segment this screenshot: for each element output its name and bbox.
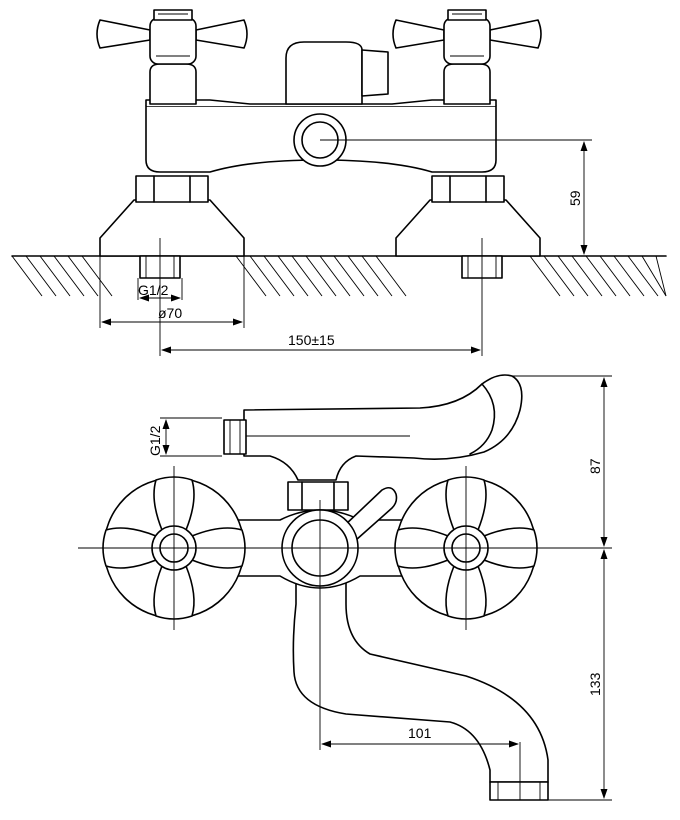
spout-aerator <box>489 781 549 801</box>
right-hex-nut <box>431 175 505 203</box>
hatch-line <box>571 255 603 297</box>
hatch-line <box>39 255 71 297</box>
hatch-line <box>613 255 645 297</box>
top-depth-label: 87 <box>587 458 603 474</box>
hatch-line <box>67 255 99 297</box>
shower-outlet-arm <box>243 374 523 481</box>
hatch-line <box>347 255 379 297</box>
hatch-line <box>291 255 323 297</box>
front-height-label: 59 <box>567 190 583 206</box>
hatch-line <box>235 255 267 297</box>
right-handle-top <box>370 466 562 630</box>
front-thread-label: G1/2 <box>138 282 169 298</box>
hatch-line <box>249 255 281 297</box>
connector-hex-nut <box>287 481 349 511</box>
left-valve-stem <box>149 63 197 105</box>
top-thread-label: G1/2 <box>147 425 163 456</box>
left-handle-top <box>78 466 270 630</box>
spout-reach-label: 101 <box>408 725 432 741</box>
hatch-line <box>627 255 659 297</box>
left-hex-nut <box>135 175 209 203</box>
hatch-line <box>361 255 393 297</box>
left-cross-handle-front <box>96 9 248 65</box>
spout <box>292 571 549 783</box>
hatch-line <box>585 255 617 297</box>
hatch-line <box>53 255 85 297</box>
diverter-knob-front <box>285 41 389 105</box>
hatch-line <box>557 255 589 297</box>
diverter-lever <box>343 486 398 541</box>
wall-hatching <box>11 255 667 297</box>
hatch-line <box>263 255 295 297</box>
hatch-line <box>655 255 667 297</box>
right-cross-handle-front <box>392 9 542 65</box>
right-base <box>395 199 541 257</box>
hatch-line <box>599 255 631 297</box>
base-diameter-label: ø70 <box>158 305 182 321</box>
hatch-line <box>277 255 309 297</box>
top-thread-stub <box>223 419 247 455</box>
hatch-line <box>305 255 337 297</box>
left-base <box>99 199 245 257</box>
hatch-line <box>529 255 561 297</box>
spout-depth-label: 133 <box>587 672 603 696</box>
right-valve-stem <box>443 63 491 105</box>
front-view: ø70 G1/2 150±15 59 <box>11 9 667 356</box>
center-distance-label: 150±15 <box>288 332 335 348</box>
hatch-line <box>25 255 57 297</box>
hatch-line <box>81 255 113 297</box>
hatch-line <box>333 255 365 297</box>
hatch-line <box>375 255 407 297</box>
hatch-line <box>11 255 43 297</box>
hatch-line <box>543 255 575 297</box>
hatch-line <box>319 255 351 297</box>
top-view: G1/2 <box>78 374 612 801</box>
hatch-line <box>641 255 667 297</box>
